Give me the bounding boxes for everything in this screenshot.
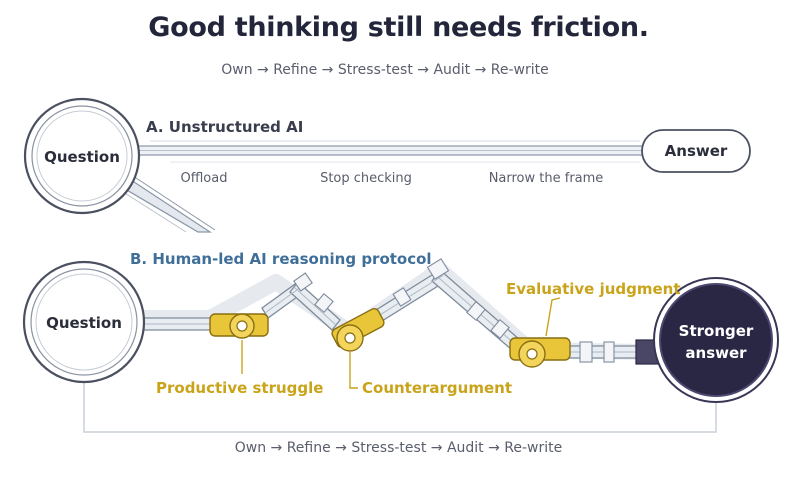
callout-productive-struggle: Productive struggle <box>156 379 323 397</box>
section-a-heading: A. Unstructured AI <box>146 118 303 136</box>
section-b-answer-line2: answer <box>685 344 747 362</box>
section-a-pipe <box>131 140 645 163</box>
section-a-step-stop-checking: Stop checking <box>320 171 412 186</box>
section-b-question-label: Question <box>46 314 122 332</box>
subtitle-flow: Own → Refine → Stress-test → Audit → Re-… <box>221 62 549 78</box>
footer-flow: Own → Refine → Stress-test → Audit → Re-… <box>234 440 563 456</box>
page-title: Good thinking still needs friction. <box>148 12 649 43</box>
section-a-question-label: Question <box>44 148 120 166</box>
section-b-joint-1 <box>209 313 269 339</box>
section-b-heading: B. Human-led AI reasoning protocol <box>130 250 432 268</box>
section-b-answer-node: Stronger answer <box>635 277 779 403</box>
section-b-bracket <box>83 380 717 433</box>
section-b-answer-line1: Stronger <box>679 322 754 340</box>
section-b: Question Stronger answer B. Human-led AI… <box>22 250 779 433</box>
section-a-step-offload: Offload <box>181 171 228 186</box>
section-a-answer-node: Answer <box>641 129 751 173</box>
section-b-question-node: Question <box>22 260 146 384</box>
section-b-joint-3 <box>509 337 571 368</box>
section-a-question-node: Question <box>23 97 141 215</box>
section-a-step-narrow-frame: Narrow the frame <box>489 171 604 186</box>
section-a-answer-label: Answer <box>665 142 728 160</box>
callout-counterargument: Counterargument <box>362 379 512 397</box>
callout-evaluative-judgment: Evaluative judgment <box>506 280 681 298</box>
section-a: Question Answer A. Unstructured AI Offlo… <box>23 97 751 233</box>
section-b-joint-2 <box>331 308 385 352</box>
